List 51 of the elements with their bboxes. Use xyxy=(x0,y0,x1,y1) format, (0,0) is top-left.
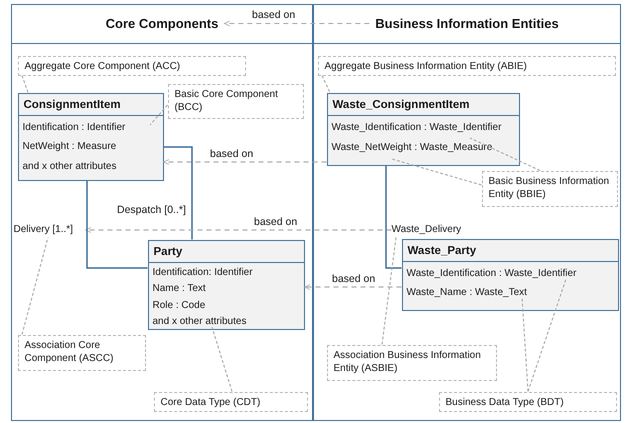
leader-line xyxy=(470,138,540,171)
note-box: Basic Core Component (BCC) xyxy=(168,84,304,118)
attribute-text: NetWeight : Measure xyxy=(22,140,118,154)
leader-line xyxy=(22,237,48,335)
attribute-text: Role : Code xyxy=(152,298,206,312)
note-box: Core Data Type (CDT) xyxy=(154,392,308,412)
leader-line xyxy=(22,75,28,93)
note-box: Association Business Information Entity (ASBIE) xyxy=(326,344,496,380)
note-box: Business Data Type (BDT) xyxy=(438,392,616,412)
attribute-text: Waste_Name : Waste_Text xyxy=(406,286,528,300)
based-on-arrow xyxy=(304,284,402,290)
role-label: Waste_Delivery xyxy=(392,222,472,238)
attribute-text: and x other attributes xyxy=(22,160,118,174)
leader-line xyxy=(392,158,482,186)
attribute-text: and x other attributes xyxy=(152,315,248,329)
leader-line xyxy=(382,237,396,345)
leader-line xyxy=(522,296,528,392)
class-box xyxy=(148,240,304,330)
note-box: Aggregate Business Information Entity (ABIE) xyxy=(318,56,616,76)
note-box: Basic Business Information Entity (BBIE) xyxy=(482,170,618,206)
role-label: Delivery [1..*] xyxy=(14,222,86,238)
attribute-text: Waste_Identification : Waste_Identifier xyxy=(406,266,578,280)
leader-line xyxy=(322,75,330,93)
class-name: ConsignmentItem xyxy=(18,94,162,116)
class-name: Waste_Party xyxy=(402,240,618,262)
column-panel xyxy=(11,4,313,421)
column-heading: Business Information Entities xyxy=(375,16,559,31)
attribute-text: Identification : Identifier xyxy=(22,120,126,134)
note-box: Aggregate Core Component (ACC) xyxy=(18,56,246,76)
association-line xyxy=(164,146,193,240)
attribute-text: Waste_Identification : Waste_Identifier xyxy=(330,120,502,134)
attribute-text: Identification: Identifier xyxy=(152,266,254,280)
attribute-text: Waste_NetWeight : Waste_Measure xyxy=(330,140,494,154)
based-on-arrow xyxy=(85,227,392,233)
column-heading: Core Components xyxy=(106,16,218,31)
attribute-text: Name : Text xyxy=(152,282,207,296)
class-box xyxy=(326,92,520,166)
class-name: Waste_ConsignmentItem xyxy=(328,94,518,116)
based-on-arrow xyxy=(224,20,370,26)
leader-line xyxy=(150,104,168,126)
association-line xyxy=(385,166,402,269)
based-on-arrow xyxy=(163,159,327,165)
note-box: Association Core Component (ASCC) xyxy=(18,334,146,370)
class-box xyxy=(18,92,164,180)
column-panel xyxy=(313,4,621,421)
edge-label: Despatch [0..*] xyxy=(115,204,188,217)
leader-line xyxy=(212,326,232,392)
class-name: Party xyxy=(148,240,304,262)
class-box xyxy=(402,238,618,310)
association-line xyxy=(86,180,148,269)
leader-line xyxy=(528,278,566,392)
